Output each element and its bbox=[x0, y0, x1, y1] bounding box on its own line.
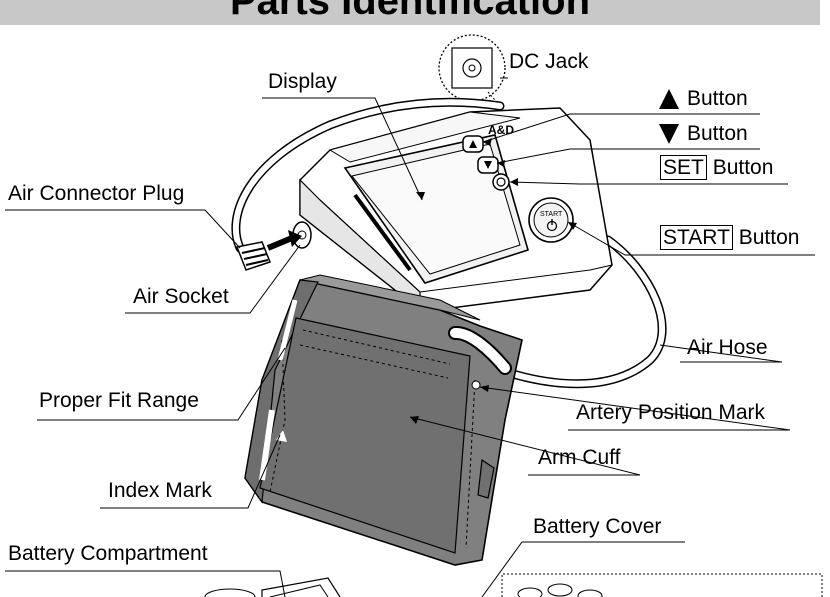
battery-cover-label: Battery Cover bbox=[533, 515, 661, 539]
down-button-label: Button bbox=[659, 122, 748, 146]
set-key-box: SET bbox=[660, 155, 707, 180]
artery-position-mark-label: Artery Position Mark bbox=[576, 401, 765, 425]
air-connector-plug-label: Air Connector Plug bbox=[8, 182, 184, 206]
arm-cuff bbox=[245, 275, 522, 565]
brand-logo: A&D bbox=[488, 123, 514, 137]
down-button-shape[interactable] bbox=[478, 157, 498, 173]
proper-fit-range-label: Proper Fit Range bbox=[39, 389, 199, 413]
up-triangle-icon bbox=[659, 89, 679, 109]
down-triangle-icon bbox=[659, 124, 679, 144]
display-label: Display bbox=[268, 70, 337, 94]
air-connector-plug bbox=[237, 242, 270, 270]
dc-jack-label: DC Jack bbox=[509, 50, 588, 74]
battery-compartment-shape bbox=[205, 578, 340, 597]
up-button-shape[interactable] bbox=[463, 136, 483, 152]
up-button-label: Button bbox=[659, 87, 748, 111]
air-socket-label: Air Socket bbox=[133, 285, 229, 309]
set-button-label: SET Button bbox=[660, 156, 773, 180]
insert-arrow-shaft bbox=[268, 238, 292, 248]
battery-cover-detail bbox=[502, 574, 822, 597]
air-hose-label: Air Hose bbox=[687, 336, 768, 360]
arm-cuff-label: Arm Cuff bbox=[538, 446, 620, 470]
start-key-text: START bbox=[540, 211, 563, 218]
start-key-box: START bbox=[660, 225, 733, 250]
dc-jack-detail bbox=[439, 35, 505, 106]
start-button-label: START Button bbox=[660, 226, 799, 250]
index-mark-label: Index Mark bbox=[108, 479, 212, 503]
artery-position-mark-dot bbox=[472, 381, 480, 389]
battery-compartment-label: Battery Compartment bbox=[8, 542, 208, 566]
set-button-shape[interactable] bbox=[493, 174, 509, 190]
start-button-shape[interactable]: START bbox=[529, 198, 573, 242]
